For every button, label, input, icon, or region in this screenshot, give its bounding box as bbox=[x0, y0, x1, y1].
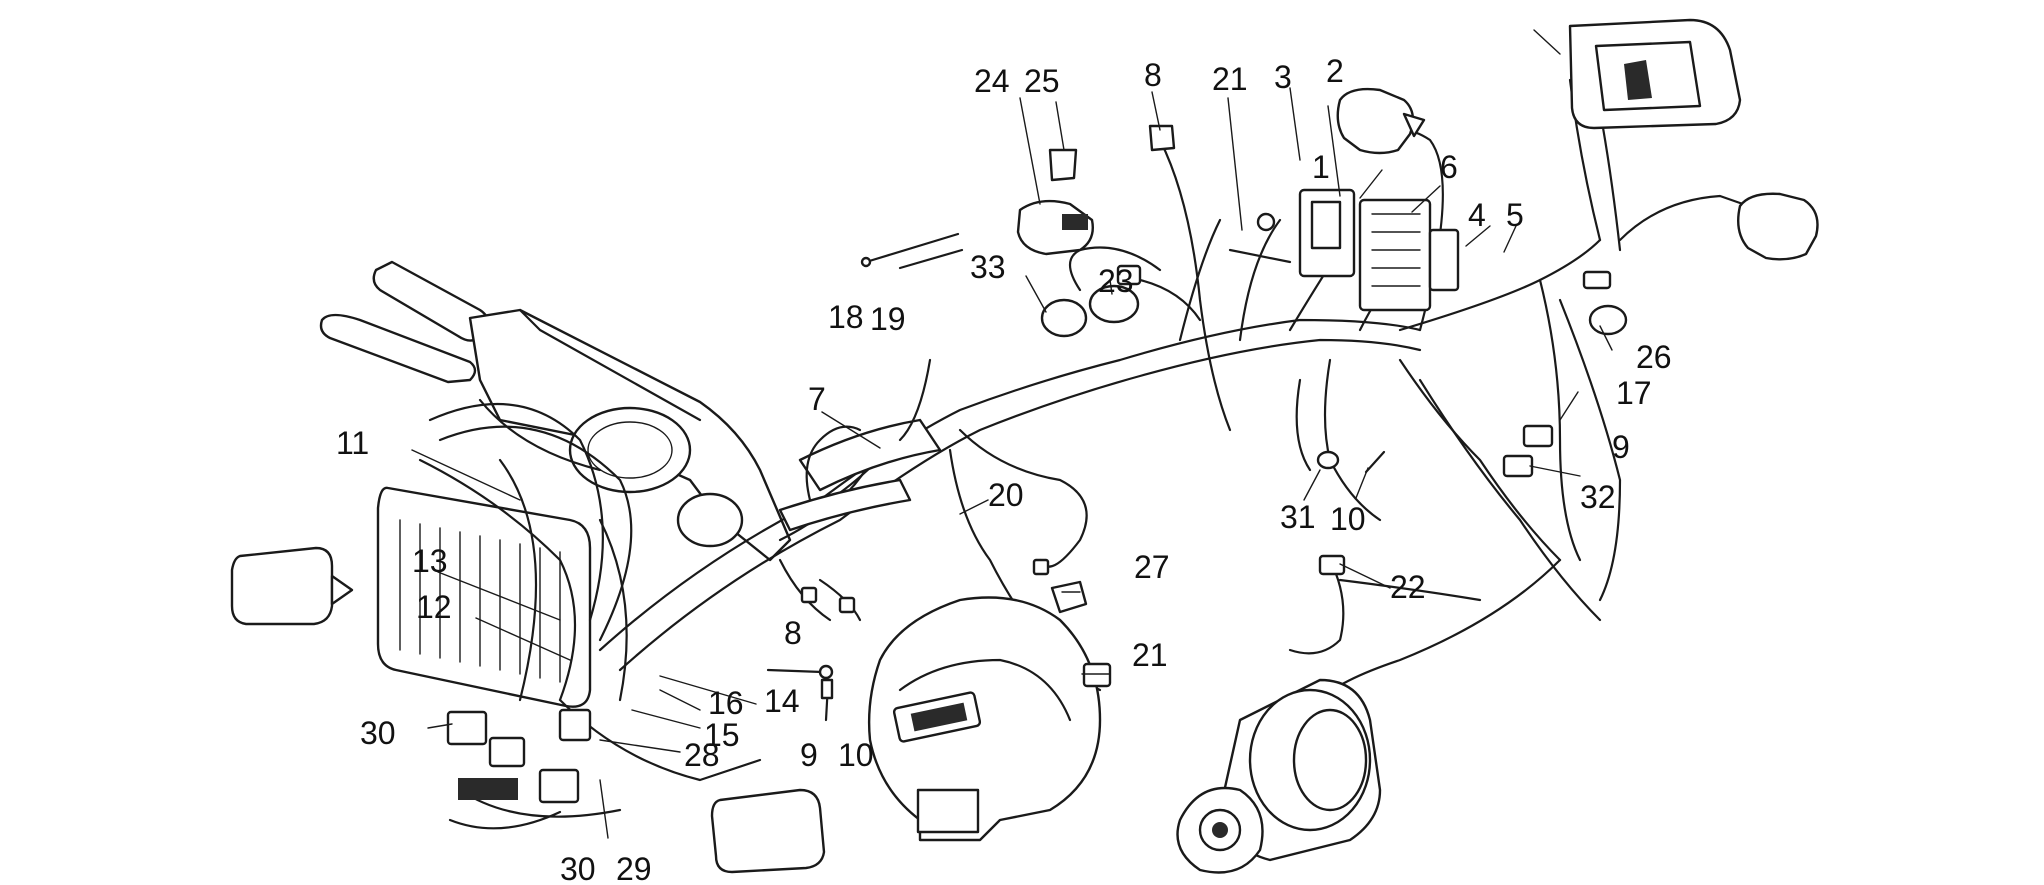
main-wiring-harness bbox=[418, 78, 1762, 702]
callout-16: 16 bbox=[708, 685, 744, 721]
callout-33: 33 bbox=[970, 249, 1006, 285]
callout-2: 2 bbox=[1326, 53, 1344, 89]
callout-23: 23 bbox=[1098, 263, 1134, 299]
callout-15: 15 bbox=[704, 717, 740, 753]
connectors-near-20 bbox=[800, 558, 1050, 614]
turn-signal-right bbox=[1737, 192, 1819, 261]
callout-4: 4 bbox=[1468, 197, 1486, 233]
part-10-center bbox=[1364, 450, 1386, 474]
alternator-cover bbox=[867, 596, 1102, 842]
part-24-25 bbox=[1016, 148, 1094, 256]
callout-31: 31 bbox=[1280, 499, 1316, 535]
callout-9-right: 9 bbox=[1612, 429, 1630, 465]
callout-29: 29 bbox=[616, 851, 652, 885]
callout-30-left: 30 bbox=[360, 715, 396, 751]
part-31 bbox=[1316, 450, 1340, 470]
callout-11: 11 bbox=[336, 425, 369, 461]
callout-21-top: 21 bbox=[1212, 61, 1248, 97]
callout-5: 5 bbox=[1506, 197, 1524, 233]
callout-10-bottom: 10 bbox=[838, 737, 874, 773]
callout-8-top: 8 bbox=[1144, 57, 1162, 93]
callout-17: 17 bbox=[1616, 375, 1652, 411]
leader-lines bbox=[411, 29, 1613, 839]
hardware-8-9-10 bbox=[766, 664, 834, 722]
starter-motor bbox=[1176, 678, 1382, 874]
callout-30-bottom: 30 bbox=[560, 851, 596, 885]
callout-19: 19 bbox=[870, 301, 906, 337]
callout-20: 20 bbox=[988, 477, 1024, 513]
turn-signal-top bbox=[1336, 87, 1426, 155]
callout-25: 25 bbox=[1024, 63, 1060, 99]
callout-26: 26 bbox=[1636, 339, 1672, 375]
fuse-relay-block bbox=[1228, 188, 1460, 312]
part-32 bbox=[1502, 454, 1534, 478]
callout-3: 3 bbox=[1274, 59, 1292, 95]
callout-21-bottom: 21 bbox=[1132, 637, 1168, 673]
callout-28: 28 bbox=[684, 737, 720, 773]
callout-13: 13 bbox=[412, 543, 448, 579]
callout-12: 12 bbox=[416, 589, 452, 625]
part-21-bottom bbox=[1082, 662, 1112, 688]
callout-labels: 1 2 3 4 5 6 7 8 8 9 9 10 10 11 12 13 14 … bbox=[336, 53, 1672, 885]
callout-6: 6 bbox=[1440, 149, 1458, 185]
callout-27: 27 bbox=[1134, 549, 1170, 585]
part-23 bbox=[1040, 264, 1142, 338]
callout-22: 22 bbox=[1390, 569, 1426, 605]
callout-8-bottom: 8 bbox=[784, 615, 802, 651]
callout-10-center: 10 bbox=[1330, 501, 1366, 537]
part-27 bbox=[1050, 580, 1088, 614]
callout-7: 7 bbox=[808, 381, 826, 417]
callout-32: 32 bbox=[1580, 479, 1616, 515]
handlebar-dash-assembly bbox=[230, 260, 826, 874]
part-9-right bbox=[1522, 424, 1554, 448]
callout-18: 18 bbox=[828, 299, 864, 335]
callout-9-bottom: 9 bbox=[800, 737, 818, 773]
rear-light-unit bbox=[1568, 18, 1742, 130]
callout-1: 1 bbox=[1312, 149, 1330, 185]
part-26 bbox=[1582, 270, 1628, 336]
part-8-top bbox=[1148, 124, 1176, 152]
part-22 bbox=[1318, 554, 1346, 576]
callout-14: 14 bbox=[764, 683, 800, 719]
part-18-19 bbox=[860, 232, 964, 270]
callout-24: 24 bbox=[974, 63, 1010, 99]
